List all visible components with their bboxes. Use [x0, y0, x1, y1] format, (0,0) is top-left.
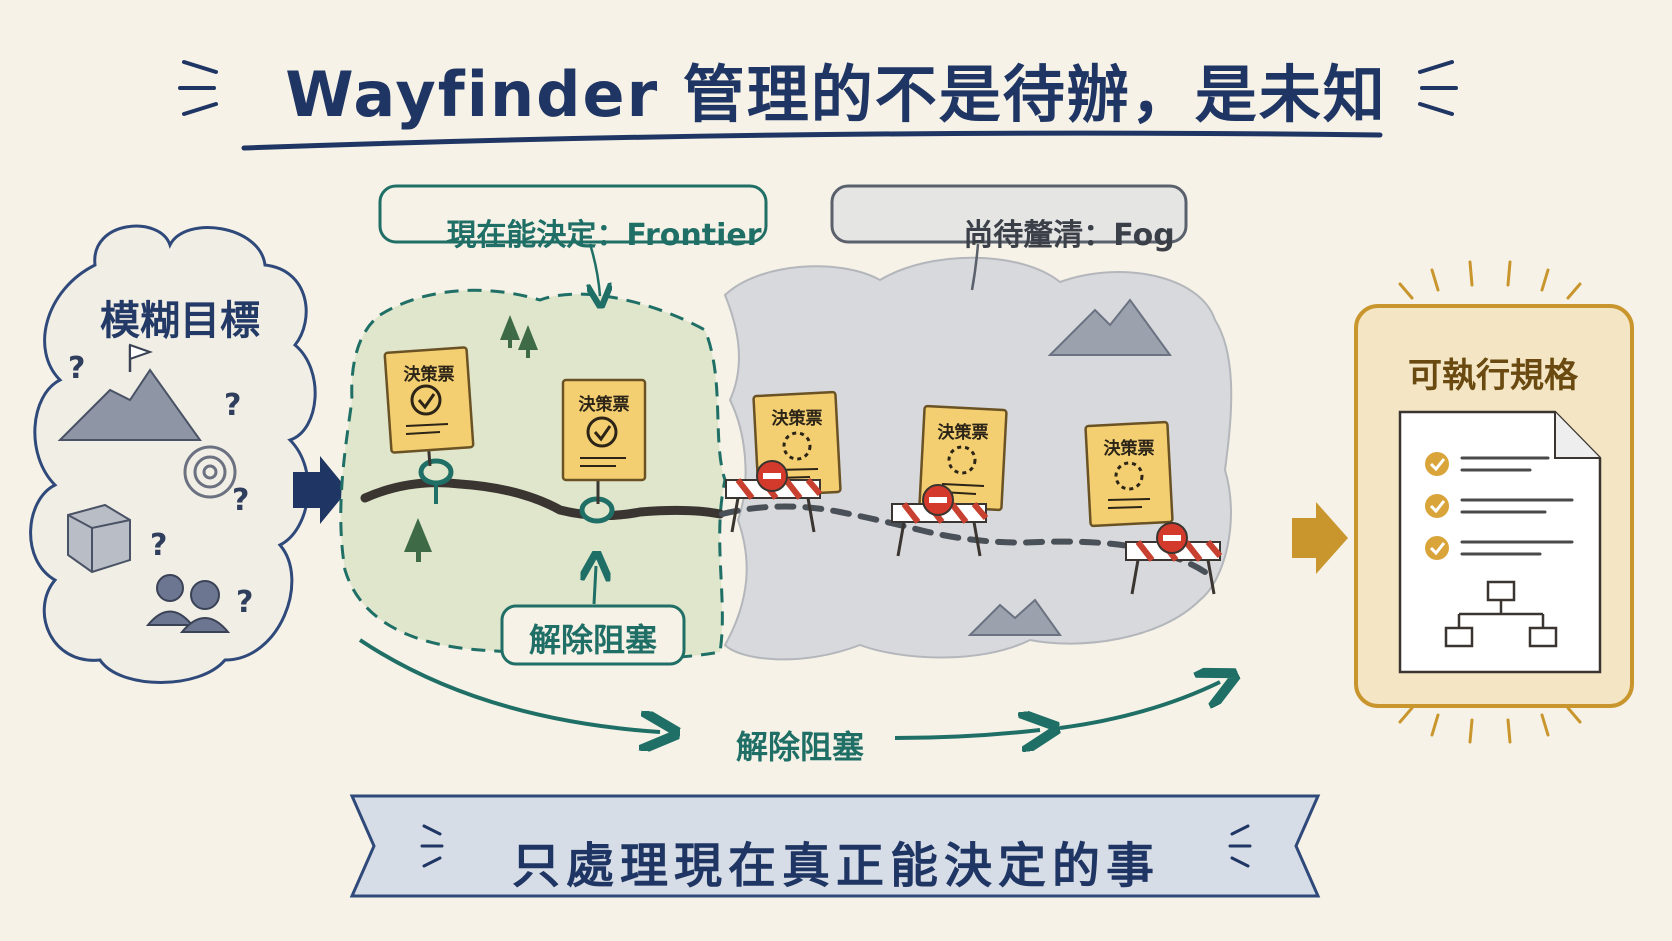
ticket-fog-1-label: 決策票: [771, 409, 823, 429]
fog-callout: [830, 184, 1188, 244]
spec-sparks-bottom: [1398, 706, 1582, 744]
goal-to-frontier-arrow: [293, 456, 348, 524]
barrier-1: [725, 460, 823, 533]
ticket-fog-2: [918, 404, 1008, 512]
title-underline: [241, 130, 1383, 151]
svg-text:?: ?: [68, 351, 85, 386]
footer-sparks: [420, 824, 1252, 868]
ticket-fog-3-label: 決策票: [1103, 439, 1155, 459]
unblock-arrow-left: [358, 638, 660, 732]
fog-callout-pointer: [970, 243, 980, 291]
question-mark-icons: ? ? ? ? ?: [68, 351, 253, 620]
ticket-frontier-2-label: 決策票: [578, 395, 630, 415]
ticket-frontier-2: [561, 378, 647, 504]
unblock-arrow-mid: [894, 730, 1040, 738]
spec-label: 可執行規格: [1408, 356, 1578, 396]
ticket-fog-3: [1084, 420, 1174, 528]
page-title: Wayfinder 管理的不是待辦，是未知: [285, 58, 1387, 131]
spec-text-lines: [1460, 456, 1574, 556]
barrier-3: [1125, 522, 1223, 595]
goal-people-icon: [145, 574, 231, 633]
footer-banner-text: 只處理現在真正能決定的事: [511, 838, 1160, 894]
svg-text:?: ?: [232, 483, 249, 518]
goal-target-icon: [183, 445, 237, 499]
fog-to-spec-arrow: [1292, 502, 1348, 574]
spec-check-icons: [1425, 452, 1449, 560]
unblock-box: [500, 604, 686, 666]
svg-text:?: ?: [236, 585, 253, 620]
spec-flow-icon: [1444, 580, 1558, 648]
fog-callout-label: 尚待釐清：Fog: [963, 218, 1175, 253]
goal-box-icon: [67, 503, 131, 574]
unblock-arrow-label: 解除阻塞: [735, 728, 864, 766]
spec-sparks-top: [1398, 260, 1582, 300]
frontier-callout: [378, 184, 768, 244]
vague-goal-label: 模糊目標: [100, 298, 260, 344]
ticket-fog-2-label: 決策票: [937, 423, 989, 443]
ticket-frontier-1-label: 決策票: [403, 365, 455, 385]
unblock-box-label: 解除阻塞: [528, 621, 657, 659]
frontier-callout-pointer: [590, 243, 600, 296]
goal-mountain-icon: [57, 343, 202, 441]
title-sparks-left: [178, 60, 218, 116]
svg-text:?: ?: [150, 528, 167, 563]
fog-mountains: [967, 298, 1172, 636]
svg-text:?: ?: [224, 388, 241, 423]
ticket-frontier-1: [383, 346, 475, 467]
frontier-tree-icons: [404, 315, 538, 562]
unblock-box-pointer: [594, 566, 596, 605]
unblock-arrow-right: [1059, 682, 1220, 730]
footer-ribbon: [349, 794, 1321, 898]
frontier-callout-label: 現在能決定：Frontier: [446, 218, 762, 253]
barrier-2: [891, 484, 989, 557]
title-sparks-right: [1418, 60, 1458, 116]
